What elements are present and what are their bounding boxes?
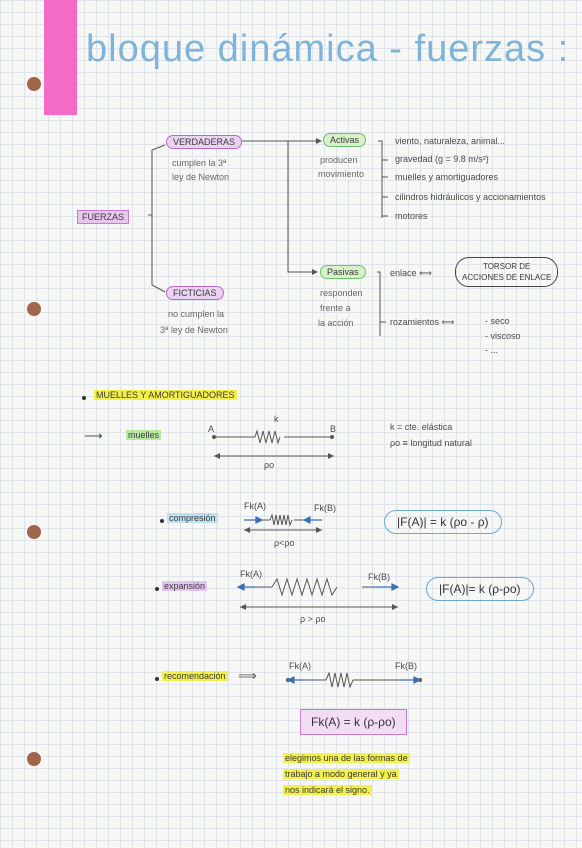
verdaderas-desc: ley de Newton: [172, 172, 230, 182]
point-a-label: A: [208, 424, 215, 434]
k-label: k: [274, 414, 279, 424]
binder-hole: [27, 302, 41, 316]
rho0-label: ρo: [264, 460, 275, 470]
condition-label: ρ > ρo: [300, 614, 326, 624]
note-line: elegimos una de las formas de: [283, 753, 410, 763]
rozamientos-label: rozamientos ⟺: [390, 317, 455, 327]
expansion-formula: |F(A)|= k (ρ-ρo): [426, 577, 534, 601]
def-k: k = cte. elástica: [390, 422, 453, 432]
compresion-label: compresión: [167, 513, 218, 523]
verdaderas-desc: cumplen la 3ª: [172, 158, 227, 168]
binder-hole: [27, 752, 41, 766]
rozamiento-type: - seco: [485, 316, 510, 326]
pasivas-desc: frente a: [320, 303, 351, 313]
torsor-line: ACCIONES DE ENLACE: [462, 273, 552, 282]
enlace-label: enlace ⟺: [390, 268, 432, 278]
torsor-oval: TORSOR DE ACCIONES DE ENLACE: [455, 257, 559, 287]
verdaderas-label: VERDADERAS: [166, 135, 243, 149]
page-title: bloque dinámica - fuerzas :: [86, 28, 570, 70]
section-heading: MUELLES Y AMORTIGUADORES: [94, 390, 237, 400]
rozamiento-type: - ...: [485, 345, 498, 355]
activas-item: viento, naturaleza, animal...: [395, 136, 506, 146]
recomendacion-label: recomendación: [162, 671, 228, 681]
ficticias-label: FICTICIAS: [166, 286, 224, 300]
force-a-label: Fk(A): [289, 661, 311, 671]
activas-item: motores: [395, 211, 428, 221]
activas-item: cilindros hidráulicos y accionamientos: [395, 192, 546, 202]
bullet-dot: [82, 396, 86, 400]
pasivas-desc: la acción: [318, 318, 354, 328]
muelles-label: muelles: [126, 430, 162, 440]
activas-desc: producen: [320, 155, 358, 165]
force-a-label: Fk(A): [244, 501, 266, 511]
ficticias-desc: 3ª ley de Newton: [160, 325, 228, 335]
condition-label: ρ<ρo: [274, 538, 295, 548]
force-b-label: Fk(B): [368, 572, 390, 582]
recommendation-note: elegimos una de las formas de trabajo a …: [283, 750, 410, 798]
implies-arrow-icon: ⟹: [238, 668, 257, 683]
force-a-label: Fk(A): [240, 569, 262, 579]
bullet-dot: [155, 677, 159, 681]
pink-tab-marker: [44, 0, 77, 115]
arrow-icon: ⟶: [84, 428, 103, 443]
force-b-label: Fk(B): [314, 503, 336, 513]
ficticias-desc: no cumplen la: [168, 309, 225, 319]
fuerzas-box: FUERZAS: [77, 210, 130, 224]
force-b-label: Fk(B): [395, 661, 417, 671]
expansion-label: expansión: [162, 581, 208, 591]
binder-hole: [27, 525, 41, 539]
note-line: trabajo a modo general y ya: [283, 769, 399, 779]
bullet-dot: [160, 519, 164, 523]
binder-hole: [27, 77, 41, 91]
recomendacion-formula: Fk(A) = k (ρ-ρo): [300, 709, 407, 735]
note-line: nos indicará el signo.: [283, 785, 372, 795]
point-b-label: B: [330, 424, 337, 434]
activas-item: muelles y amortiguadores: [395, 172, 499, 182]
activas-item: gravedad (g = 9.8 m/s²): [395, 154, 489, 164]
activas-label: Activas: [323, 133, 367, 147]
bullet-dot: [155, 587, 159, 591]
pasivas-desc: responden: [320, 288, 363, 298]
def-rho: ρo ≡ longitud natural: [390, 438, 472, 448]
activas-desc: movimiento: [318, 169, 365, 179]
torsor-line: TORSOR DE: [482, 262, 531, 271]
compresion-formula: |F(A)| = k (ρo - ρ): [384, 510, 502, 534]
rozamiento-type: - viscoso: [485, 331, 521, 341]
pasivas-label: Pasivas: [320, 265, 366, 279]
